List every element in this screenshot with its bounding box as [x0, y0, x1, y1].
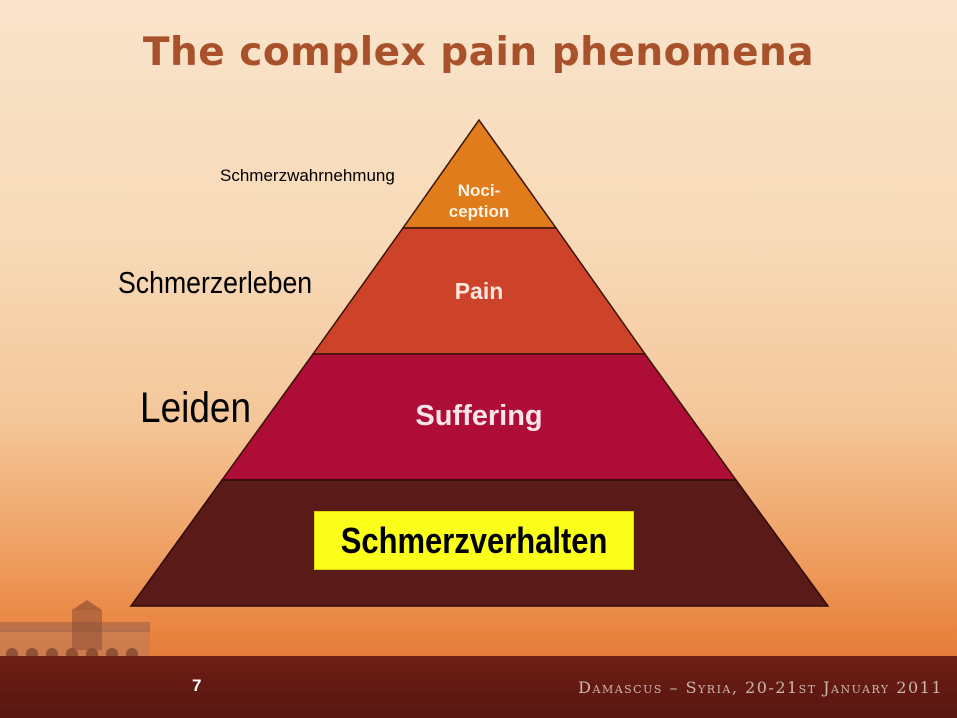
- footer-bar: [0, 656, 957, 718]
- pyramid-label-nociception-line1: Noci-: [458, 181, 501, 200]
- pyramid-label-suffering: Suffering: [415, 400, 542, 432]
- side-label-perception: Schmerzwahrnehmung: [220, 166, 395, 185]
- side-label-experience: Schmerzerleben: [118, 265, 313, 300]
- side-label-suffering: Leiden: [140, 384, 252, 432]
- pyramid-label-nociception-line2: ception: [449, 202, 509, 221]
- highlight-box: Schmerzverhalten: [314, 511, 634, 570]
- pyramid-label-pain: Pain: [455, 278, 504, 304]
- footer-event-text: Damascus – Syria, 20-21st January 2011: [578, 678, 943, 697]
- highlight-text: Schmerzverhalten: [340, 519, 608, 561]
- slide-title: The complex pain phenomena: [142, 30, 815, 75]
- page-number: 7: [192, 676, 202, 695]
